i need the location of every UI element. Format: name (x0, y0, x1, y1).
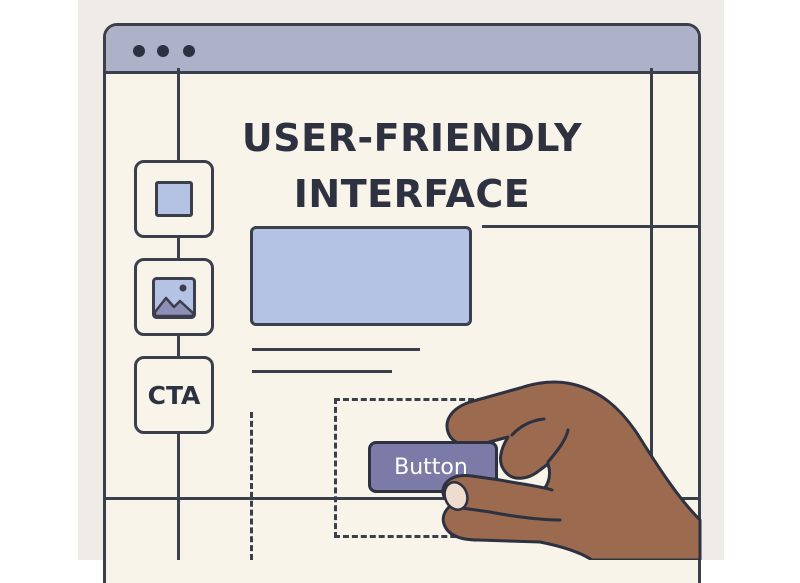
page-title: USER-FRIENDLY INTERFACE (241, 116, 583, 216)
window-dot-3[interactable] (183, 45, 195, 57)
dashed-guide-line (250, 412, 253, 560)
hero-image-placeholder (250, 226, 472, 326)
square-icon (155, 181, 193, 217)
sidebar-item-square[interactable] (134, 160, 214, 238)
window-dot-1[interactable] (133, 45, 145, 57)
draggable-button[interactable]: Button (368, 441, 498, 493)
grid-line-footer (106, 497, 701, 500)
sidebar-item-image[interactable] (134, 258, 214, 336)
text-line-1 (252, 348, 420, 351)
text-line-2 (252, 370, 392, 373)
sidebar-item-cta[interactable]: CTA (134, 356, 214, 434)
grid-line-right (650, 68, 653, 560)
window-titlebar (106, 26, 698, 74)
cta-label: CTA (147, 380, 201, 410)
window-dot-2[interactable] (157, 45, 169, 57)
grid-line-hero (482, 225, 701, 228)
image-icon (152, 277, 196, 319)
